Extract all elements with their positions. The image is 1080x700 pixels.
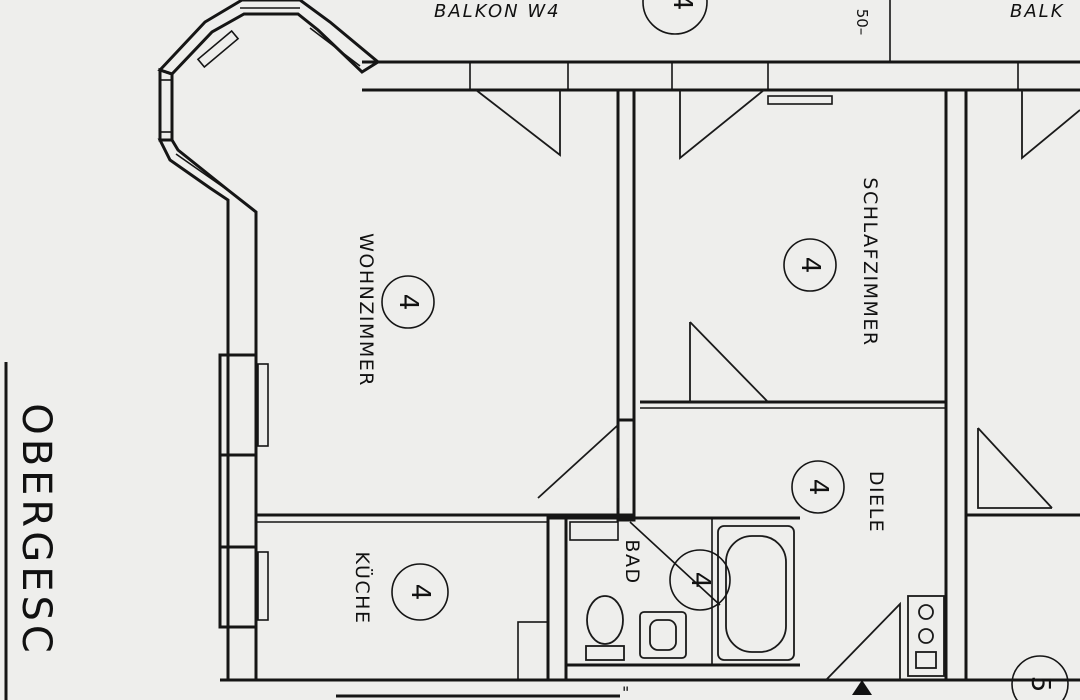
interior-walls [256, 88, 1080, 682]
balcony-label-left: BALKON W4 [434, 1, 561, 22]
quote-mark: " [622, 683, 629, 700]
balcony-unit: 4 [667, 0, 697, 10]
room-badge-bad: 4 [669, 549, 731, 611]
washbasin [639, 611, 687, 659]
room-unit-bad: 4 [685, 572, 715, 589]
dimension-mark: 50– [853, 9, 871, 36]
room-unit-wohnzimmer: 4 [393, 294, 423, 311]
room-badge-wohnzimmer: 4 [381, 275, 435, 329]
room-unit-diele: 4 [803, 479, 833, 496]
room-badge-schlafzimmer: 4 [783, 238, 837, 292]
neighbour-unit: 5 [1025, 676, 1055, 693]
room-name-diele: DIELE [865, 471, 887, 533]
bath-counter [569, 521, 619, 541]
balcony-label-right: BALK [1010, 1, 1065, 22]
room-unit-schlafzimmer: 4 [795, 257, 825, 274]
room-name-bad: BAD [621, 539, 643, 584]
room-name-wohnzimmer: WOHNZIMMER [355, 233, 377, 387]
toilet [585, 595, 625, 661]
bay-window-wall [157, 0, 381, 357]
bathtub [717, 525, 795, 661]
kitchen-counter [517, 621, 549, 681]
neighbour-badge: 5 [1011, 655, 1069, 700]
floor-heading: OBERGESC [13, 403, 59, 657]
room-unit-kueche: 4 [405, 584, 435, 601]
balcony-badge: 4 [642, 0, 708, 35]
room-name-kueche: KÜCHE [351, 552, 374, 625]
room-badge-diele: 4 [791, 460, 845, 514]
left-outer-wall [218, 353, 560, 682]
room-badge-kueche: 4 [391, 563, 449, 621]
stair-arrow-icon [852, 680, 872, 695]
room-name-schlafzimmer: SCHLAFZIMMER [859, 177, 881, 346]
stove [907, 595, 945, 677]
door-swings [475, 89, 1080, 681]
